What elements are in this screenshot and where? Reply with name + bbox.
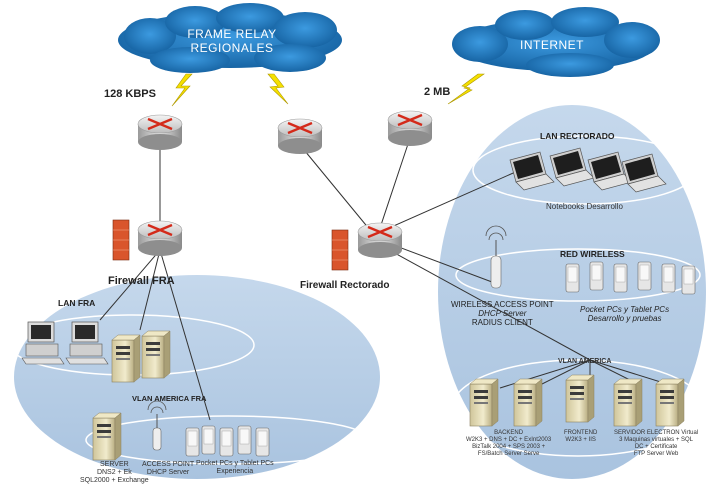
- firewall-rectorado-icon: [331, 229, 349, 271]
- pda-fra-4: [237, 425, 252, 455]
- red-wireless-label: RED WIRELESS: [560, 249, 625, 259]
- server-backend-1: [469, 378, 499, 427]
- lan-rectorado-ring: [472, 135, 698, 205]
- server-backend-2: [513, 378, 543, 427]
- pda-rect-4: [637, 261, 652, 291]
- virtual-caption: SERVIDOR ELECTRON Virtual 3 Maquinas vir…: [614, 430, 699, 457]
- vlan-fra-ring: [85, 415, 371, 465]
- server-frontend: [565, 374, 595, 423]
- pda-rect-1: [565, 263, 580, 293]
- frame-relay-cloud: [118, 3, 342, 73]
- pda-rect-6: [681, 265, 696, 295]
- server-virtual-1: [613, 378, 643, 427]
- lightning-icon-center: [267, 73, 289, 105]
- server-fra-caption: SERVER DNS2 + Ek SQL2000 + Exchange: [80, 461, 149, 484]
- server-fra-2: [141, 330, 171, 379]
- firewall-fra-label: Firewall FRA: [108, 275, 175, 287]
- router-rectorado: [356, 221, 404, 260]
- wireless-ap-icon: [485, 225, 507, 289]
- frame-relay-line1: FRAME RELAY: [187, 27, 277, 41]
- wireless-ap-caption: WIRELESS ACCESS POINT DHCP Server RADIUS…: [451, 300, 554, 327]
- pocket-rect-caption: Pocket PCs y Tablet PCs Desarrollo y pru…: [580, 305, 670, 323]
- wireless-ring: [455, 248, 701, 302]
- router-fra-wan: [136, 113, 184, 152]
- firewall-rectorado-label: Firewall Rectorado: [300, 280, 390, 291]
- pda-fra-2: [201, 425, 216, 455]
- pda-fra-1: [185, 427, 200, 457]
- lan-rectorado-label: LAN RECTORADO: [540, 131, 615, 141]
- router-regional: [276, 117, 324, 156]
- access-point-fra-icon: [147, 400, 167, 451]
- ap-fra-caption: ACCESS POINT DHCP Server: [142, 461, 195, 476]
- vlan-america-label: VLAN AMERICA: [558, 358, 612, 365]
- backend-caption: BACKEND W2K3 + DNS + DC + ExInt2003 BizT…: [466, 430, 552, 457]
- lightning-icon-fra: [171, 73, 193, 107]
- pda-rect-2: [589, 261, 604, 291]
- pda-rect-3: [613, 263, 628, 293]
- lan-fra-label: LAN FRA: [58, 298, 96, 308]
- frame-relay-title: FRAME RELAY REGIONALES: [184, 27, 280, 55]
- vlan-america-ring: [451, 359, 705, 457]
- firewall-fra-icon: [112, 219, 130, 261]
- notebooks-caption: Notebooks Desarrollo: [546, 202, 623, 211]
- pda-rect-5: [661, 263, 676, 293]
- server-fra-vlan: [92, 412, 122, 461]
- router-fra: [136, 219, 184, 258]
- pda-fra-5: [255, 427, 270, 457]
- internet-cloud: [452, 7, 660, 77]
- vlan-fra-label: VLAN AMERICA FRA: [132, 394, 207, 403]
- pda-fra-3: [219, 427, 234, 457]
- pocket-fra-caption: Pocket PCs y Tablet PCs Experiencia: [196, 460, 274, 475]
- server-virtual-2: [655, 378, 685, 427]
- internet-link-speed: 2 MB: [424, 86, 451, 98]
- fra-link-speed: 128 KBPS: [104, 88, 156, 100]
- frontend-caption: FRONTEND W2K3 + IIS: [564, 430, 598, 443]
- internet-title: INTERNET: [520, 38, 584, 52]
- lightning-icon-internet: [447, 73, 485, 105]
- frame-relay-line2: REGIONALES: [190, 41, 274, 55]
- server-fra-1: [111, 334, 141, 383]
- router-internet: [386, 109, 434, 148]
